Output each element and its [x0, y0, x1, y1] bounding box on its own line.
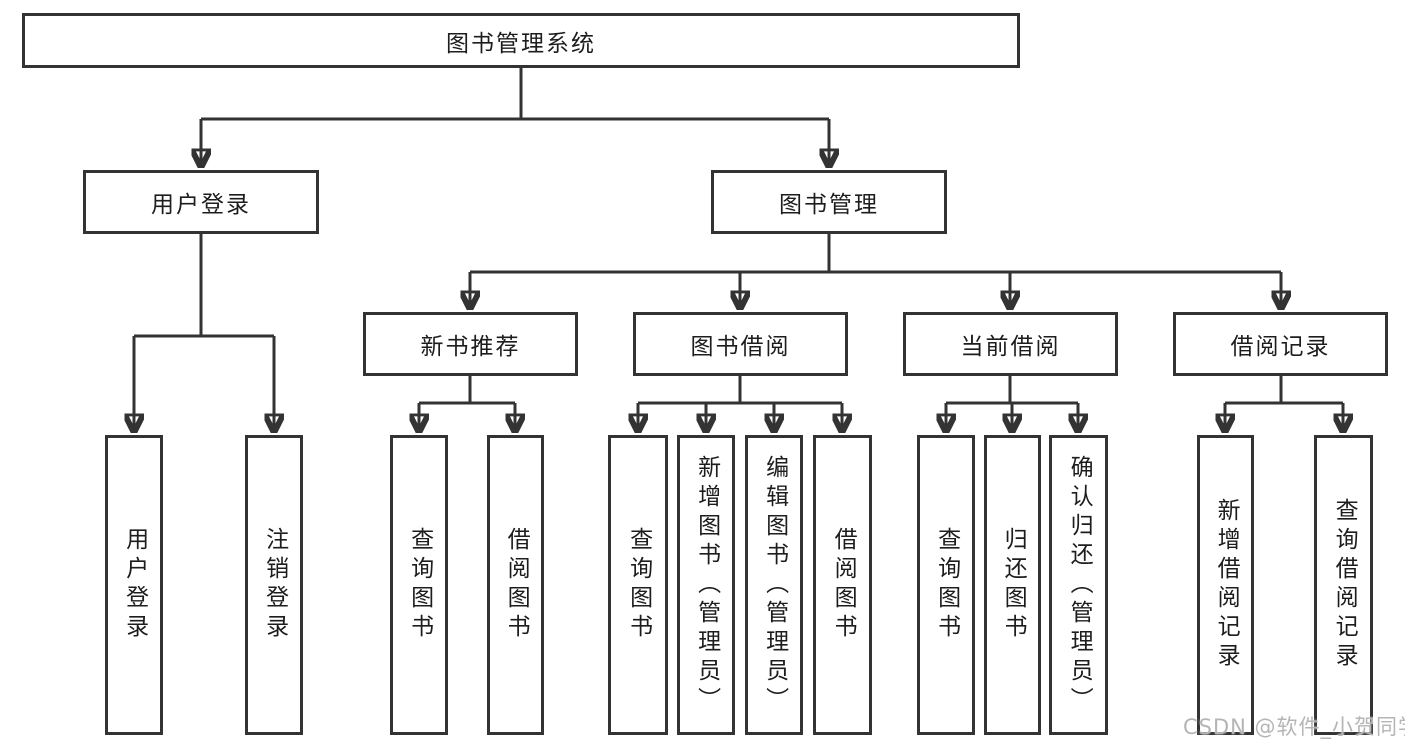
node-label: 用户登录	[151, 192, 251, 218]
leaf-query-books-borrow: 查询图书	[608, 435, 668, 735]
leaf-query-books-newbook: 查询图书	[390, 435, 448, 735]
leaf-edit-books-admin: 编辑图书（管理员）	[745, 435, 803, 735]
leaf-label: 借阅图书	[503, 527, 530, 643]
node-label: 新书推荐	[420, 334, 521, 360]
leaf-label: 确认归还（管理员）	[1066, 454, 1093, 716]
node-user-login: 用户登录	[83, 170, 319, 234]
leaf-label: 归还图书	[1000, 527, 1027, 643]
node-new-book-recommendation: 新书推荐	[363, 312, 578, 376]
leaf-label: 注销登录	[261, 527, 288, 643]
node-label: 图书借阅	[690, 334, 791, 360]
node-book-borrowing: 图书借阅	[633, 312, 848, 376]
leaf-label: 查询图书	[933, 527, 960, 643]
leaf-user-login: 用户登录	[105, 435, 163, 735]
node-label: 图书管理系统	[446, 30, 596, 57]
node-label: 图书管理	[779, 192, 879, 218]
leaf-query-borrow-record: 查询借阅记录	[1314, 435, 1373, 735]
leaf-add-borrow-record: 新增借阅记录	[1197, 435, 1254, 735]
leaf-label: 编辑图书（管理员）	[761, 454, 788, 716]
csdn-watermark: CSDN @软件_小贺同学	[1183, 715, 1405, 739]
leaf-label: 查询图书	[406, 527, 433, 643]
leaf-borrow-books-newbook: 借阅图书	[487, 435, 544, 735]
node-current-borrowing: 当前借阅	[903, 312, 1118, 376]
leaf-borrow-books: 借阅图书	[813, 435, 872, 735]
leaf-label: 查询借阅记录	[1331, 498, 1358, 672]
node-label: 当前借阅	[960, 334, 1061, 360]
leaf-logout: 注销登录	[245, 435, 303, 735]
node-book-management: 图书管理	[711, 170, 947, 234]
leaf-label: 新增图书（管理员）	[693, 454, 720, 716]
leaf-return-books: 归还图书	[984, 435, 1041, 735]
node-borrowing-records: 借阅记录	[1173, 312, 1388, 376]
leaf-query-books-current: 查询图书	[917, 435, 975, 735]
leaf-label: 用户登录	[121, 527, 148, 643]
node-library-management-system: 图书管理系统	[22, 13, 1020, 68]
leaf-confirm-return-admin: 确认归还（管理员）	[1049, 435, 1108, 735]
leaf-label: 借阅图书	[830, 527, 857, 643]
leaf-add-books-admin: 新增图书（管理员）	[677, 435, 735, 735]
node-label: 借阅记录	[1230, 334, 1331, 360]
leaf-label: 新增借阅记录	[1213, 498, 1240, 672]
leaf-label: 查询图书	[625, 527, 652, 643]
